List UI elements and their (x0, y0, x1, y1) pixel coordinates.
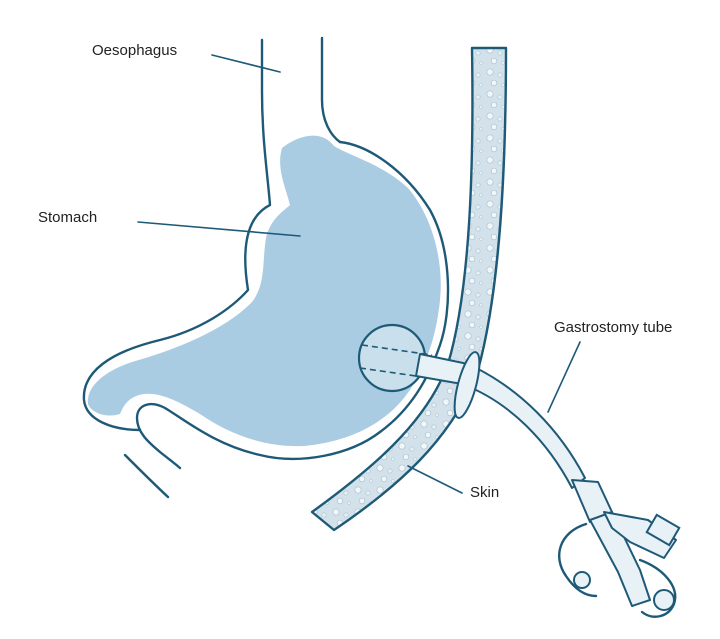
stomach-outer-wall (135, 140, 450, 470)
feeding-port-main (589, 511, 651, 607)
gastrostomy-tube-leader (547, 341, 581, 413)
label-stomach: Stomach (38, 209, 97, 226)
oesophagus-leader (211, 54, 281, 73)
balloon (357, 323, 427, 393)
side-port (603, 511, 677, 559)
stomach-lower-curve (123, 453, 170, 499)
stomach-leader (137, 221, 301, 237)
plug-cap-right (653, 589, 675, 611)
label-skin: Skin (470, 484, 499, 501)
stomach-interior (87, 135, 441, 447)
oesophagus-right-wall (320, 36, 342, 144)
external-disc (453, 351, 481, 419)
side-port-cap (645, 513, 681, 547)
skin-leader (407, 465, 463, 494)
oesophagus-left-wall (82, 38, 272, 432)
label-gastrostomy-tube: Gastrostomy tube (554, 319, 672, 336)
cap-strap-left (557, 522, 598, 598)
label-oesophagus: Oesophagus (92, 42, 177, 59)
balloon-tube-dashed (359, 344, 433, 379)
plug-cap-left (573, 571, 591, 589)
